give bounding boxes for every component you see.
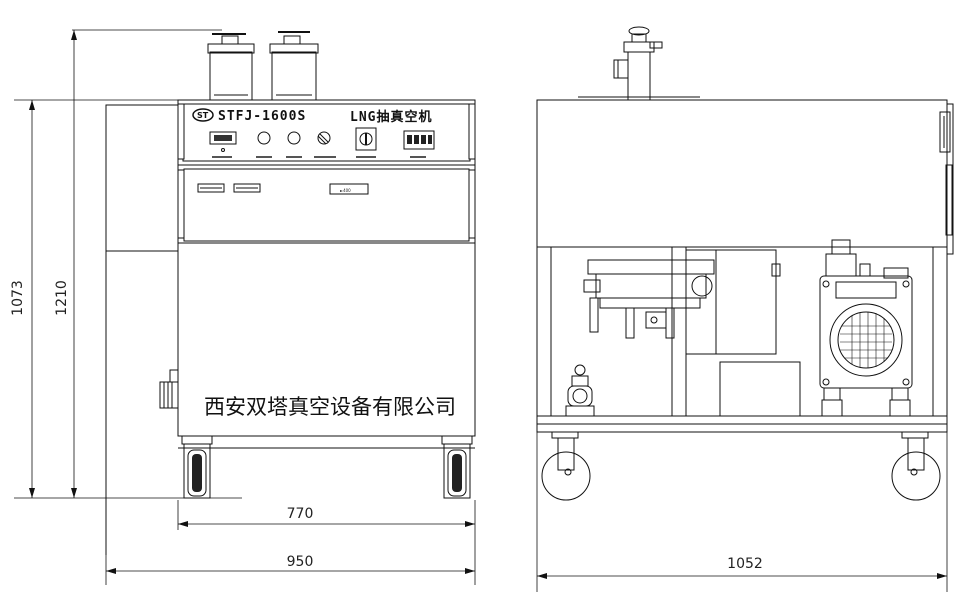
indicator-lamp-2 bbox=[287, 131, 301, 145]
product-name-label: LNG抽真空机 bbox=[350, 109, 432, 125]
drawer-handle-2 bbox=[233, 183, 261, 193]
rotary-switch bbox=[355, 127, 377, 151]
front-dimensions bbox=[14, 29, 476, 585]
side-upper-box bbox=[536, 99, 948, 248]
dim-1052: 1052 bbox=[727, 556, 763, 572]
side-drain-valve bbox=[565, 364, 595, 417]
front-side-panel bbox=[105, 104, 179, 252]
dim-1073: 1073 bbox=[10, 280, 26, 316]
left-filter bbox=[207, 33, 255, 101]
terminal-block bbox=[403, 130, 435, 150]
side-view bbox=[536, 26, 954, 501]
company-name: 西安双塔真空设备有限公司 bbox=[204, 395, 456, 419]
fan-grille bbox=[829, 303, 903, 377]
drawer-panel bbox=[177, 164, 476, 244]
name-plate bbox=[329, 183, 369, 195]
side-pipe-fitting bbox=[159, 369, 179, 409]
svg-text:►400: ►400 bbox=[340, 188, 351, 193]
dim-950: 950 bbox=[287, 554, 314, 570]
right-filter bbox=[269, 31, 319, 101]
svg-text:ST: ST bbox=[197, 111, 209, 120]
vacuum-pump bbox=[819, 239, 913, 417]
brand-logo-icon: ST bbox=[192, 108, 214, 122]
side-dimensions bbox=[536, 432, 948, 592]
side-caster-right bbox=[891, 431, 941, 501]
indicator-lamp-3 bbox=[317, 131, 331, 145]
dim-1210: 1210 bbox=[54, 280, 70, 316]
model-label: STFJ-1600S bbox=[218, 109, 306, 124]
indicator-lamp-1 bbox=[257, 131, 271, 145]
top-valve bbox=[613, 26, 663, 101]
side-caster-left bbox=[541, 431, 591, 501]
drawer-handle-1 bbox=[197, 183, 225, 193]
dim-770: 770 bbox=[287, 506, 314, 522]
front-caster-right bbox=[441, 435, 473, 499]
side-left-assembly bbox=[583, 249, 801, 417]
front-caster-left bbox=[181, 435, 213, 499]
front-view: ST STFJ-1600S LNG抽真空机 bbox=[105, 31, 476, 555]
digital-display bbox=[209, 131, 237, 145]
